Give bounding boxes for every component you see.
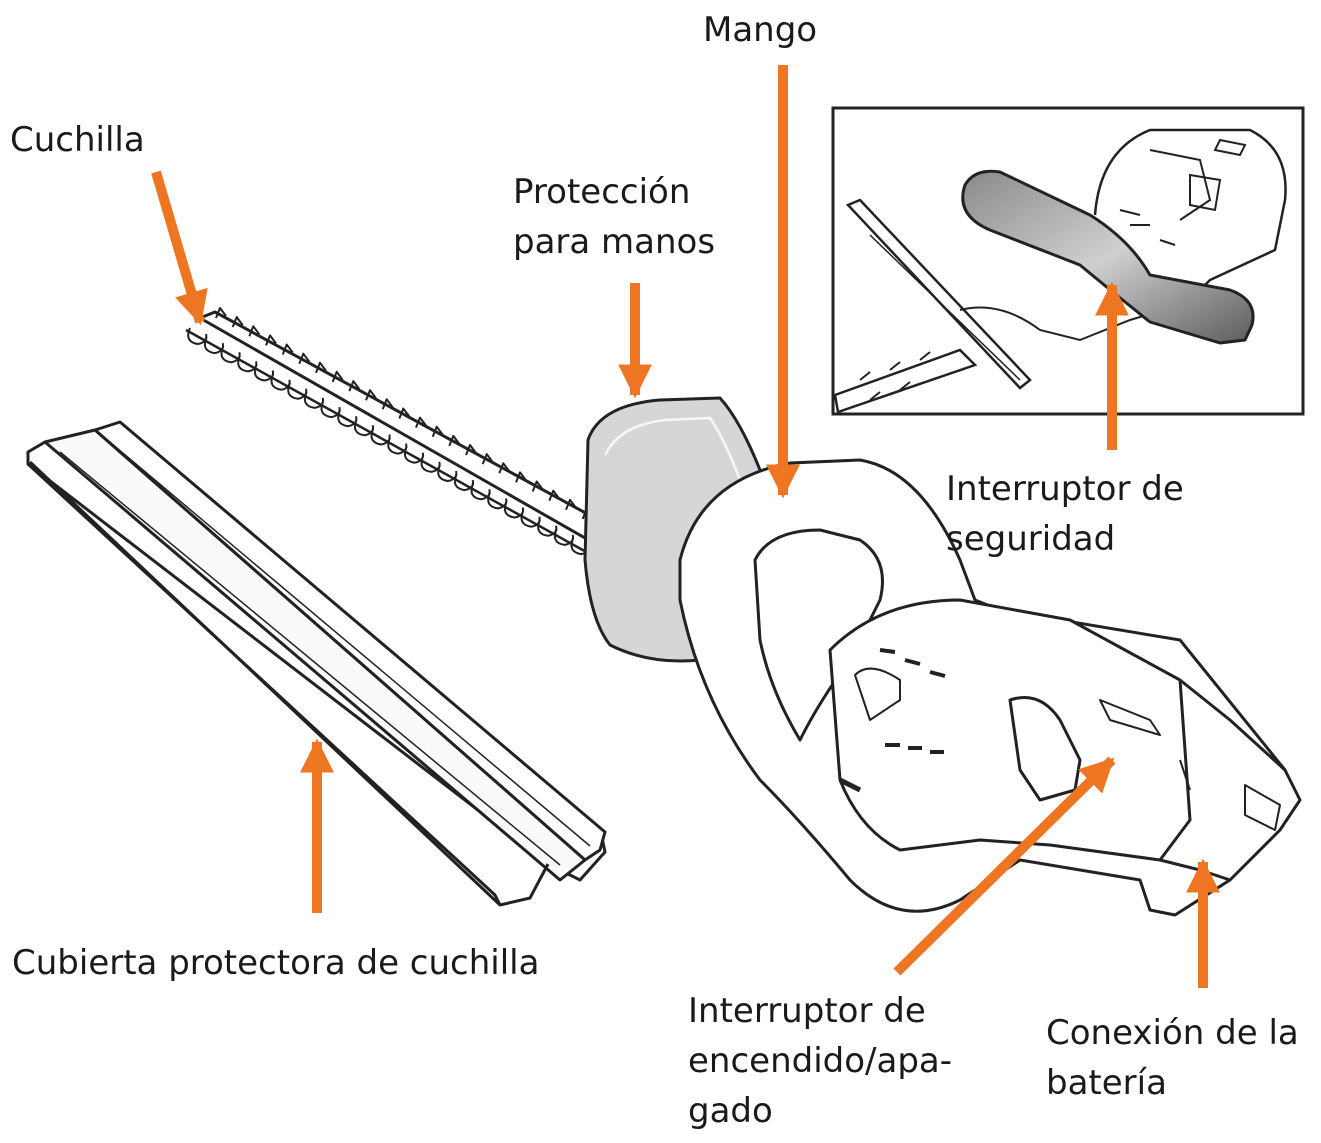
label-cubierta-protectora: Cubierta protectora de cuchilla [12, 938, 539, 988]
arrow-interruptor-encendido [893, 756, 1116, 976]
label-conexion-bateria-line1: Conexión de la [1046, 1013, 1299, 1053]
blade-cover [26, 420, 607, 907]
label-interruptor-seguridad-line1: Interruptor de [946, 469, 1184, 509]
label-proteccion-line2: para manos [513, 222, 716, 262]
label-interruptor-seguridad-line2: seguridad [946, 519, 1116, 559]
label-cubierta-text: Cubierta protectora de cuchilla [12, 943, 540, 983]
label-interruptor-encendido-line1: Interruptor de [688, 991, 926, 1031]
label-conexion-bateria: Conexión de la batería [1046, 1008, 1299, 1108]
label-interruptor-encendido: Interruptor de encendido/apa- gado [688, 986, 952, 1136]
label-interruptor-seguridad: Interruptor de seguridad [946, 464, 1184, 564]
handle-body [678, 458, 1302, 917]
safety-switch-inset [831, 106, 1305, 416]
arrow-cuchilla [151, 170, 208, 326]
label-cuchilla-text: Cuchilla [10, 120, 145, 160]
label-cuchilla: Cuchilla [10, 115, 145, 165]
callout-arrows [151, 65, 1221, 988]
label-mango: Mango [703, 5, 817, 55]
label-proteccion-line1: Protección [513, 172, 691, 212]
label-interruptor-encendido-line2: encendido/apa- [688, 1041, 953, 1081]
label-mango-text: Mango [703, 10, 818, 50]
label-conexion-bateria-line2: batería [1046, 1063, 1167, 1103]
label-proteccion-manos: Protección para manos [513, 167, 715, 267]
label-interruptor-encendido-line3: gado [688, 1091, 773, 1131]
